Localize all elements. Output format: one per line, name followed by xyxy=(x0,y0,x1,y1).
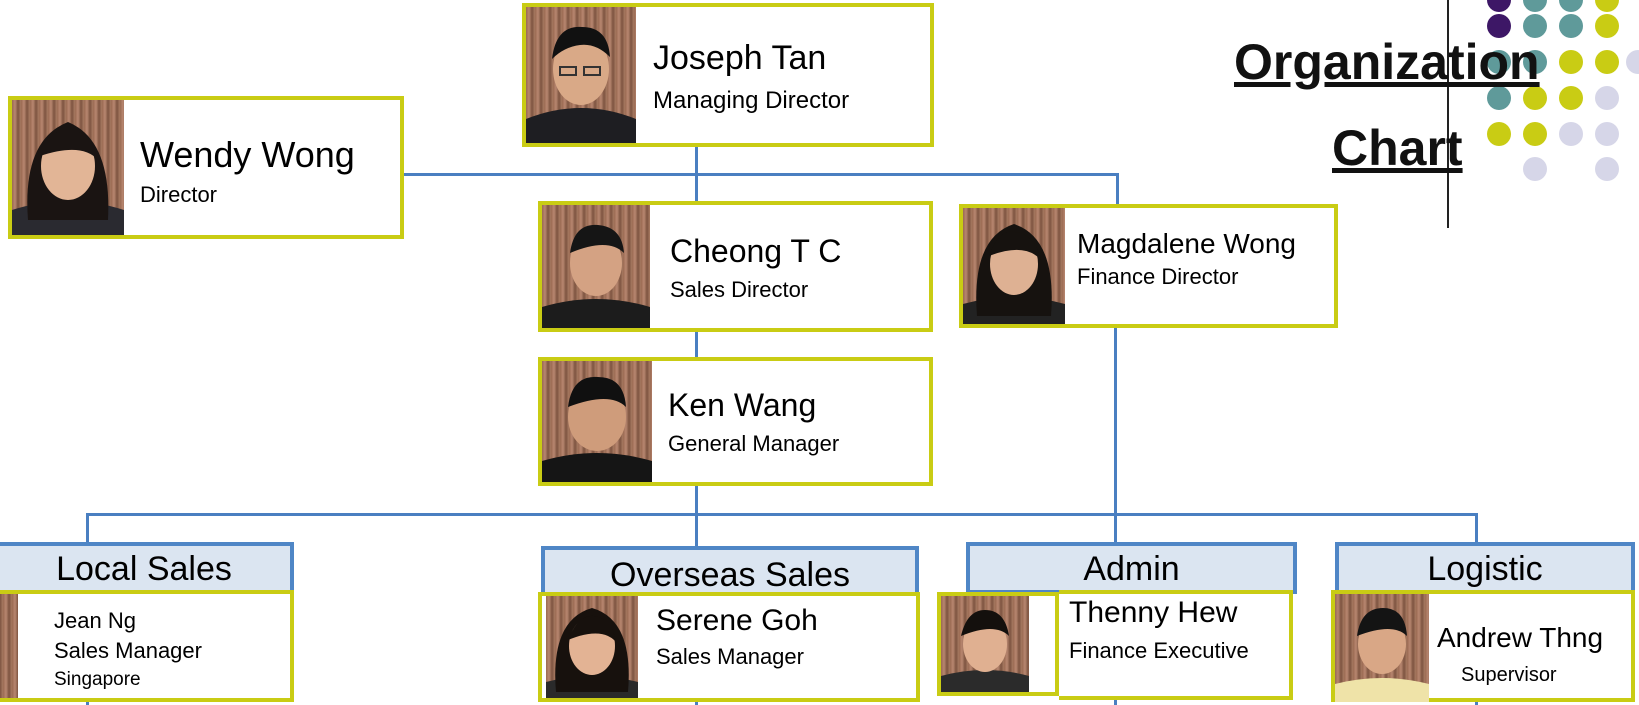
person-card-thenny-hew: Thenny Hew Finance Executive xyxy=(1059,590,1293,700)
decorative-dot xyxy=(1487,14,1511,38)
decorative-dot xyxy=(1595,122,1619,146)
person-name: Serene Goh xyxy=(656,604,818,637)
decorative-dot xyxy=(1523,0,1547,12)
connector-line xyxy=(1116,173,1119,205)
page-title-line2: Chart xyxy=(1332,120,1463,176)
person-name: Joseph Tan xyxy=(653,39,827,77)
connector-line xyxy=(1114,326,1117,546)
person-photo-frame-thenny xyxy=(937,592,1059,696)
decorative-dot xyxy=(1559,86,1583,110)
person-name: Magdalene Wong xyxy=(1077,228,1296,259)
person-card-serene-goh: Serene Goh Sales Manager xyxy=(538,592,920,702)
person-card-cheong-tc: Cheong T C Sales Director xyxy=(538,201,933,332)
person-name: Thenny Hew xyxy=(1069,596,1238,629)
department-header-overseas-sales: Overseas Sales xyxy=(541,546,919,598)
person-name: Andrew Thng xyxy=(1437,622,1604,653)
person-role: Finance Executive xyxy=(1069,638,1249,663)
person-role: Sales Manager xyxy=(656,644,804,669)
decorative-dot xyxy=(1559,0,1583,12)
connector-line xyxy=(695,330,698,360)
person-photo xyxy=(542,205,650,328)
person-photo xyxy=(941,596,1029,692)
person-role: Sales Manager xyxy=(54,638,202,663)
decorative-dot xyxy=(1595,14,1619,38)
person-role: Sales Director xyxy=(670,277,809,302)
decorative-dot xyxy=(1523,50,1547,74)
connector-line xyxy=(86,513,1478,516)
decorative-dot xyxy=(1523,14,1547,38)
department-header-local-sales: Local Sales xyxy=(0,542,294,594)
person-name: Ken Wang xyxy=(668,387,817,423)
decorative-dot xyxy=(1559,122,1583,146)
decorative-dot xyxy=(1487,0,1511,12)
connector-line xyxy=(400,173,1119,176)
connector-line xyxy=(1475,513,1478,546)
person-location: Singapore xyxy=(54,669,141,690)
person-name: Cheong T C xyxy=(670,233,842,269)
person-card-wendy-wong: Wendy Wong Director xyxy=(8,96,404,239)
department-header-logistic: Logistic xyxy=(1335,542,1635,594)
person-card-magdalene-wong: Magdalene Wong Finance Director xyxy=(959,204,1338,328)
connector-line xyxy=(695,143,698,205)
person-photo xyxy=(0,594,18,698)
decorative-vertical-rule xyxy=(1447,0,1449,228)
person-photo xyxy=(963,208,1065,324)
decorative-dot xyxy=(1523,86,1547,110)
person-name: Jean Ng xyxy=(54,608,136,633)
page-title-line1: Organization xyxy=(1234,34,1540,90)
person-photo xyxy=(1335,594,1429,702)
person-role: General Manager xyxy=(668,431,840,456)
person-role: Supervisor xyxy=(1461,664,1557,686)
person-photo xyxy=(12,100,124,235)
decorative-dot xyxy=(1487,50,1511,74)
person-role: Finance Director xyxy=(1077,264,1239,289)
connector-line xyxy=(86,513,89,546)
department-header-admin: Admin xyxy=(966,542,1297,594)
person-photo xyxy=(546,596,638,698)
decorative-dot xyxy=(1626,50,1639,74)
decorative-dot xyxy=(1487,86,1511,110)
person-card-ken-wang: Ken Wang General Manager xyxy=(538,357,933,486)
decorative-dot xyxy=(1523,122,1547,146)
decorative-dot xyxy=(1523,157,1547,181)
person-card-joseph-tan: Joseph Tan Managing Director xyxy=(522,3,934,147)
decorative-dot xyxy=(1559,50,1583,74)
person-name: Wendy Wong xyxy=(140,134,355,175)
person-card-andrew-thng: Andrew Thng Supervisor xyxy=(1331,590,1635,702)
person-role: Director xyxy=(140,182,218,207)
decorative-dot xyxy=(1595,86,1619,110)
person-card-jean-ng: Jean Ng Sales Manager Singapore xyxy=(0,590,294,702)
decorative-dot xyxy=(1487,122,1511,146)
connector-line xyxy=(1114,696,1117,705)
decorative-dot xyxy=(1595,157,1619,181)
decorative-dot xyxy=(1559,14,1583,38)
person-photo xyxy=(526,7,636,143)
decorative-dot xyxy=(1595,0,1619,12)
person-role: Managing Director xyxy=(653,87,850,114)
decorative-dot xyxy=(1595,50,1619,74)
person-photo xyxy=(542,361,652,482)
